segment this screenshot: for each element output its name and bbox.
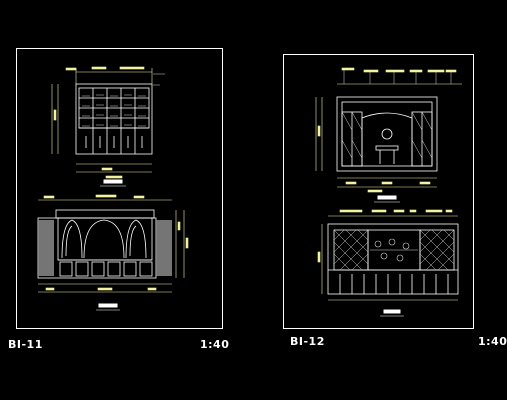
- top-left-title: [100, 179, 126, 187]
- right-bottom-lattice: [333, 229, 455, 271]
- sheet-scale-left: 1:40: [200, 338, 230, 351]
- top-elevation-shelf-items: [82, 94, 146, 127]
- right-bottom-title: [380, 309, 404, 317]
- elevation-right-bottom: [327, 223, 459, 295]
- right-bottom-center-objects: [370, 238, 418, 262]
- bottom-left-dimensions: [38, 194, 189, 293]
- sheet-code-left: BI-11: [8, 338, 43, 351]
- right-top-leaders: [343, 70, 452, 84]
- top-elevation-dimensions: [51, 66, 153, 179]
- sheet-frame-left: [16, 48, 223, 329]
- elevation-left-bottom: [37, 209, 157, 279]
- elevation-right-top: [336, 96, 438, 172]
- sheet-scale-right: 1:40: [478, 335, 507, 348]
- elevation-left-top: [75, 83, 153, 155]
- right-top-title: [374, 195, 400, 203]
- bottom-left-title: [96, 303, 120, 311]
- right-top-dimensions: [315, 67, 462, 193]
- right-top-glass-diagonals: [341, 111, 433, 159]
- sheet-code-right: BI-12: [290, 335, 325, 348]
- top-elevation-leaders: [153, 73, 165, 86]
- sheet-frame-right: [283, 54, 474, 329]
- right-bottom-dimensions: [317, 209, 458, 301]
- bottom-left-hatch-panels: [38, 220, 172, 276]
